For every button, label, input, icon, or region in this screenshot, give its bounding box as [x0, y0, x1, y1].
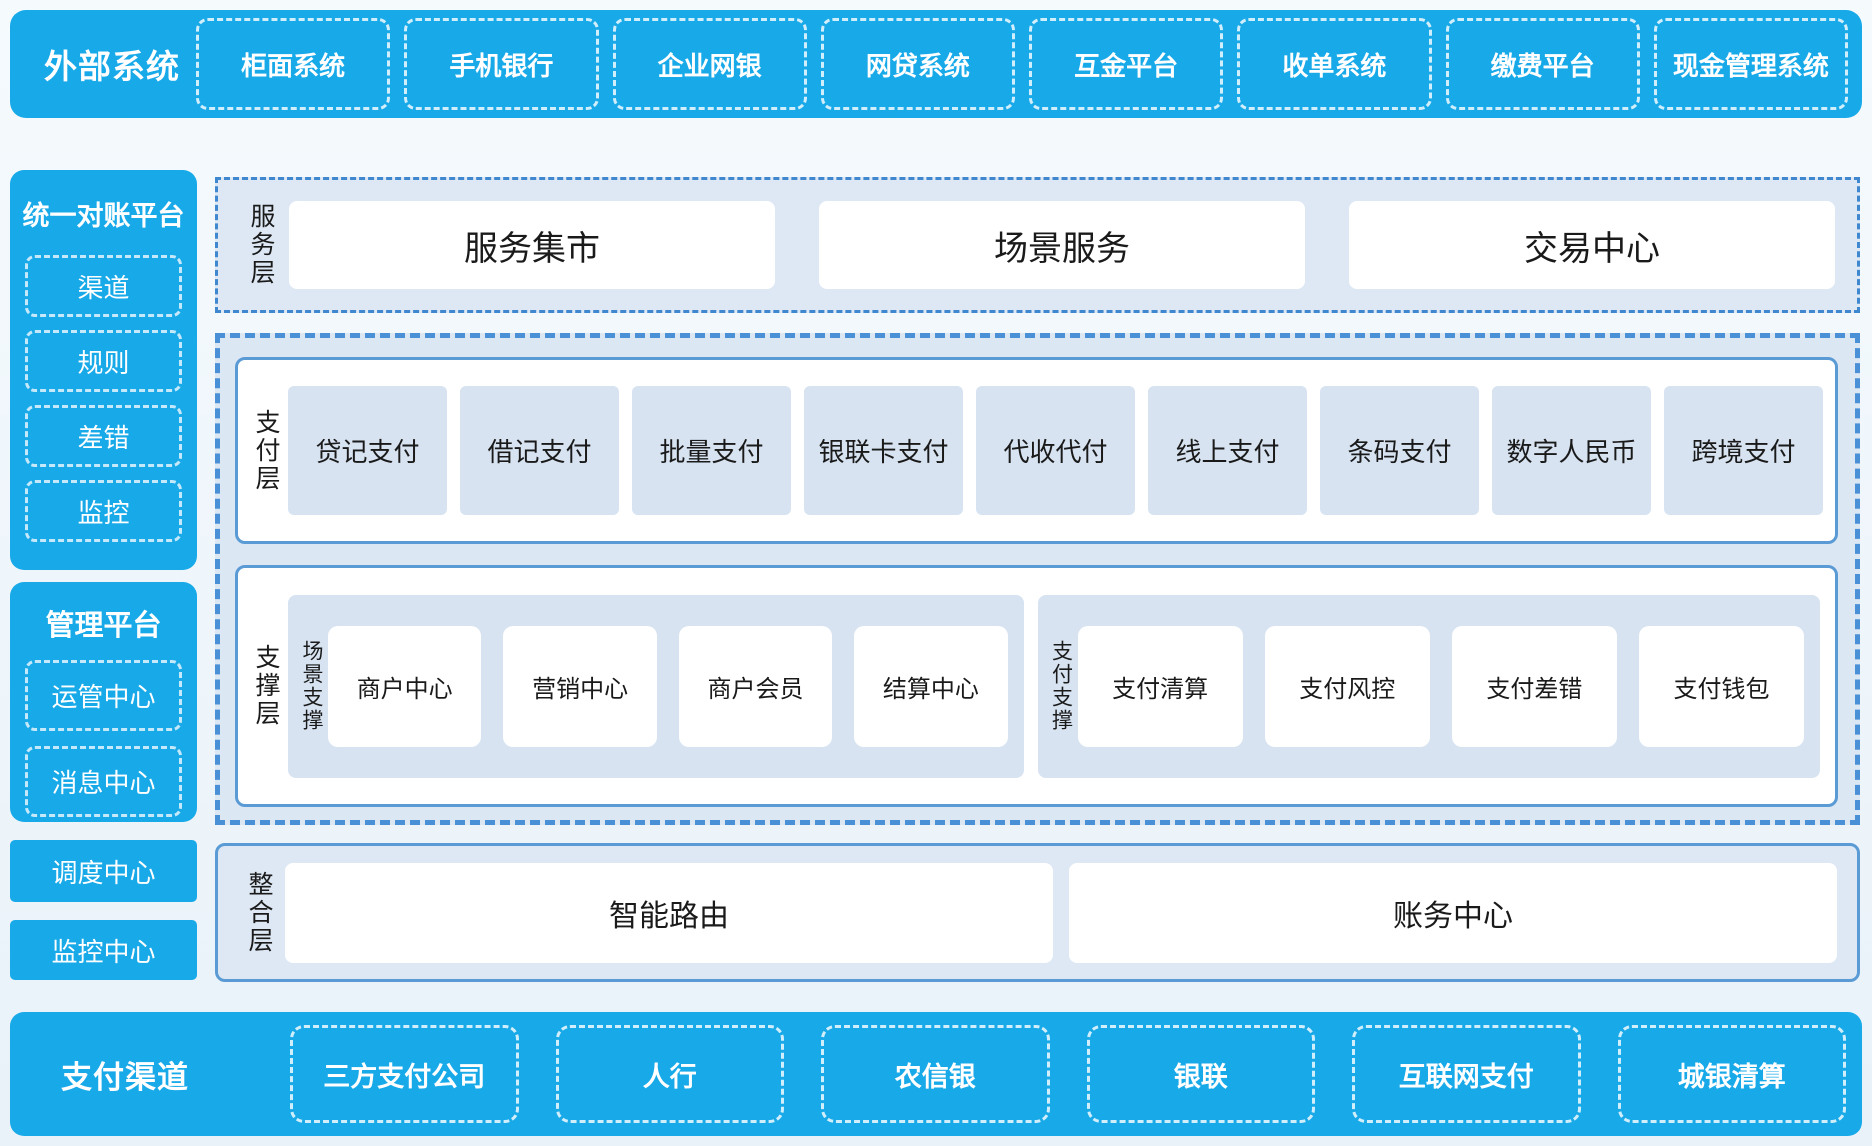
payment-item: 线上支付: [1148, 386, 1307, 515]
external-system-item: 手机银行: [404, 18, 598, 110]
payment-support-item: 支付差错: [1452, 626, 1617, 747]
reconciliation-item: 差错: [25, 405, 182, 467]
service-item: 服务集市: [289, 201, 775, 289]
service-layer-label: 服务层: [248, 203, 273, 287]
scene-support-item: 商户中心: [328, 626, 481, 747]
integration-layer-panel: 整合层 智能路由 账务中心: [215, 843, 1860, 982]
external-systems-title: 外部系统: [44, 40, 196, 88]
external-system-item: 收单系统: [1237, 18, 1431, 110]
integration-item: 账务中心: [1069, 863, 1837, 963]
scene-support-item: 结算中心: [854, 626, 1007, 747]
core-layers-container: 支付层 贷记支付 借记支付 批量支付 银联卡支付 代收代付 线上支付 条码支付 …: [215, 333, 1860, 825]
payment-support-items: 支付清算 支付风控 支付差错 支付钱包: [1078, 626, 1804, 747]
payment-channel-item: 三方支付公司: [290, 1025, 519, 1123]
payment-item: 借记支付: [460, 386, 619, 515]
scene-support-items: 商户中心 营销中心 商户会员 结算中心: [328, 626, 1008, 747]
payment-layer-items: 贷记支付 借记支付 批量支付 银联卡支付 代收代付 线上支付 条码支付 数字人民…: [288, 386, 1823, 515]
payment-channel-item: 城银清算: [1618, 1025, 1847, 1123]
management-platform-panel: 管理平台 运管中心 消息中心: [10, 582, 197, 822]
payment-channel-item: 互联网支付: [1352, 1025, 1581, 1123]
integration-layer-items: 智能路由 账务中心: [285, 863, 1837, 963]
support-layer-groups: 场景支撑 商户中心 营销中心 商户会员 结算中心 支付支撑 支付清算 支付风控 …: [288, 595, 1820, 778]
reconciliation-item: 规则: [25, 330, 182, 392]
payment-channels-items: 三方支付公司 人行 农信银 银联 互联网支付 城银清算: [290, 1025, 1846, 1123]
scene-support-item: 营销中心: [503, 626, 656, 747]
scene-support-group: 场景支撑 商户中心 营销中心 商户会员 结算中心: [288, 595, 1024, 778]
integration-item: 智能路由: [285, 863, 1053, 963]
payment-item: 条码支付: [1320, 386, 1479, 515]
support-layer-label: 支撑层: [253, 644, 278, 728]
external-systems-items: 柜面系统 手机银行 企业网银 网贷系统 互金平台 收单系统 缴费平台 现金管理系…: [196, 18, 1848, 110]
external-system-item: 现金管理系统: [1654, 18, 1848, 110]
scene-support-item: 商户会员: [679, 626, 832, 747]
scene-support-label: 场景支撑: [301, 640, 322, 732]
payment-support-group: 支付支撑 支付清算 支付风控 支付差错 支付钱包: [1038, 595, 1820, 778]
integration-layer-label: 整合层: [246, 871, 271, 955]
management-item: 运管中心: [25, 660, 182, 731]
support-layer-panel: 支撑层 场景支撑 商户中心 营销中心 商户会员 结算中心 支付支撑 支付清算 支…: [235, 565, 1838, 807]
service-layer-items: 服务集市 场景服务 交易中心: [289, 201, 1835, 289]
payment-layer-panel: 支付层 贷记支付 借记支付 批量支付 银联卡支付 代收代付 线上支付 条码支付 …: [235, 357, 1838, 544]
external-system-item: 企业网银: [613, 18, 807, 110]
external-system-item: 互金平台: [1029, 18, 1223, 110]
payment-support-item: 支付清算: [1078, 626, 1243, 747]
service-item: 场景服务: [819, 201, 1305, 289]
payment-layer-label: 支付层: [253, 409, 278, 493]
external-systems-bar: 外部系统 柜面系统 手机银行 企业网银 网贷系统 互金平台 收单系统 缴费平台 …: [10, 10, 1862, 118]
management-items: 运管中心 消息中心: [10, 660, 197, 817]
management-platform-title: 管理平台: [10, 602, 197, 644]
payment-item: 代收代付: [976, 386, 1135, 515]
reconciliation-item: 渠道: [25, 255, 182, 317]
payment-item: 跨境支付: [1664, 386, 1823, 515]
payment-support-item: 支付钱包: [1639, 626, 1804, 747]
external-system-item: 缴费平台: [1446, 18, 1640, 110]
reconciliation-items: 渠道 规则 差错 监控: [10, 255, 197, 542]
payment-channels-bar: 支付渠道 三方支付公司 人行 农信银 银联 互联网支付 城银清算: [10, 1012, 1862, 1136]
payment-support-item: 支付风控: [1265, 626, 1430, 747]
payment-item: 银联卡支付: [804, 386, 963, 515]
external-system-item: 网贷系统: [821, 18, 1015, 110]
service-layer-panel: 服务层 服务集市 场景服务 交易中心: [215, 177, 1860, 313]
payment-channels-title: 支付渠道: [20, 1052, 230, 1097]
service-item: 交易中心: [1349, 201, 1835, 289]
monitor-center-box: 监控中心: [10, 920, 197, 980]
payment-channel-item: 农信银: [821, 1025, 1050, 1123]
reconciliation-platform-panel: 统一对账平台 渠道 规则 差错 监控: [10, 170, 197, 570]
payment-channel-item: 人行: [556, 1025, 785, 1123]
management-item: 消息中心: [25, 746, 182, 817]
payment-item: 贷记支付: [288, 386, 447, 515]
reconciliation-item: 监控: [25, 480, 182, 542]
dispatch-center-box: 调度中心: [10, 840, 197, 902]
payment-item: 批量支付: [632, 386, 791, 515]
payment-support-label: 支付支撑: [1051, 640, 1072, 732]
reconciliation-platform-title: 统一对账平台: [10, 194, 197, 233]
payment-channel-item: 银联: [1087, 1025, 1316, 1123]
external-system-item: 柜面系统: [196, 18, 390, 110]
payment-item: 数字人民币: [1492, 386, 1651, 515]
